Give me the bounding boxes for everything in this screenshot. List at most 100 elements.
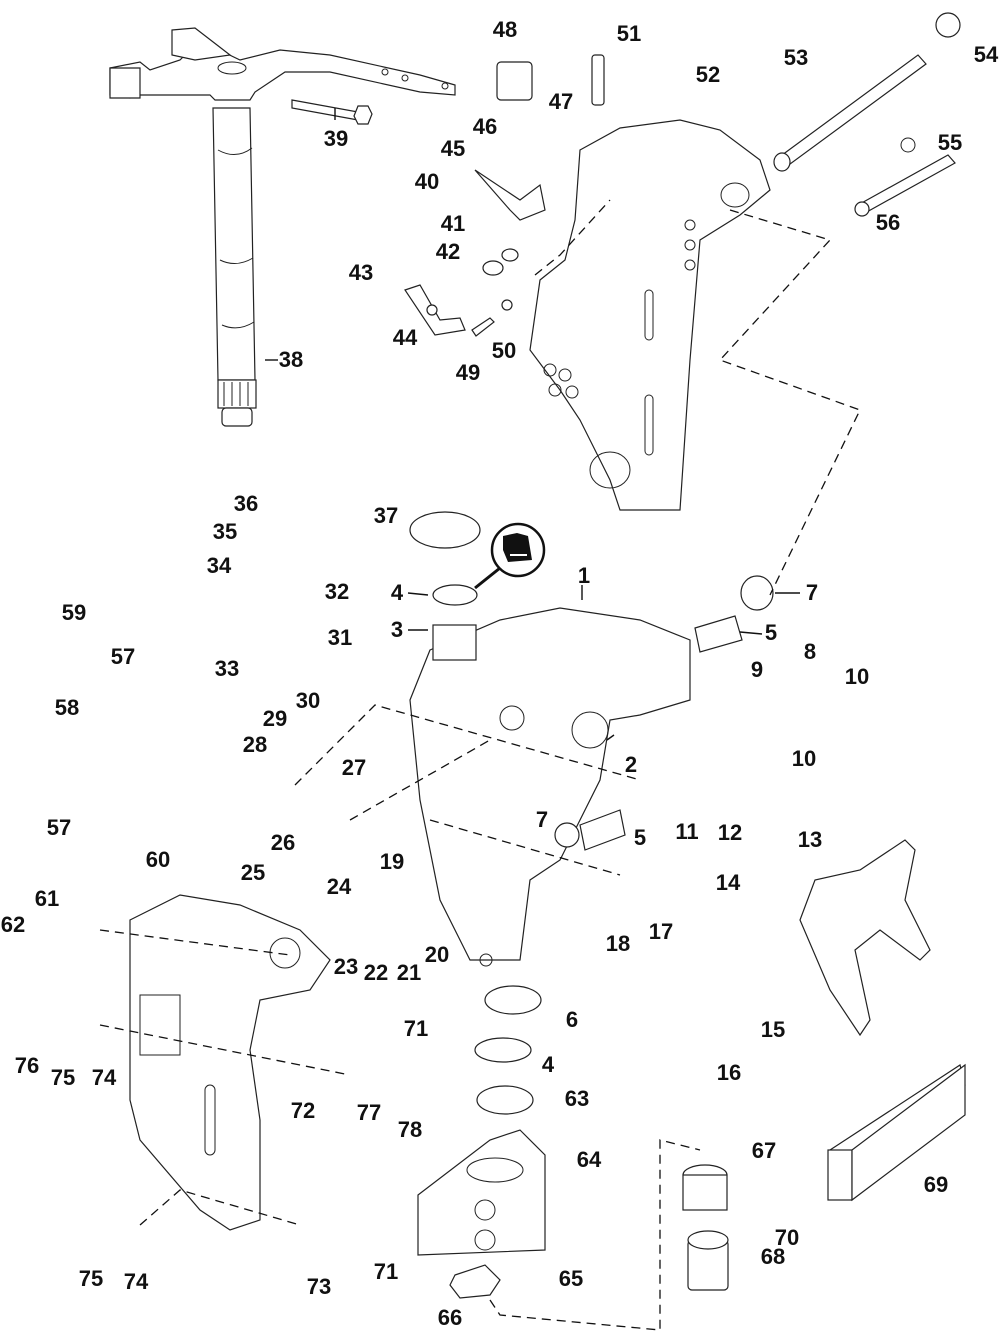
callout-11: 11 <box>675 819 699 844</box>
callout-22: 22 <box>363 960 389 985</box>
callout-65: 65 <box>558 1266 584 1291</box>
callout-10: 10 <box>791 746 817 771</box>
callout-15: 15 <box>760 1017 786 1042</box>
callout-53: 53 <box>783 45 809 70</box>
callout-10: 10 <box>844 664 870 689</box>
callout-75: 75 <box>50 1065 76 1090</box>
tilt-lever-13 <box>799 839 931 1037</box>
callout-51: 51 <box>616 21 642 46</box>
callout-56: 56 <box>875 210 901 235</box>
callout-34: 34 <box>206 553 232 578</box>
bushings <box>409 511 774 1115</box>
callout-71: 71 <box>403 1016 429 1041</box>
callout-3: 3 <box>390 617 404 642</box>
stern-bracket-60 <box>129 894 331 1231</box>
callout-23: 23 <box>333 954 359 979</box>
callout-28: 28 <box>242 732 268 757</box>
callout-61: 61 <box>34 886 60 911</box>
callout-16: 16 <box>716 1060 742 1085</box>
callout-5: 5 <box>633 825 647 850</box>
callout-48: 48 <box>492 17 518 42</box>
callout-43: 43 <box>348 260 374 285</box>
callout-8: 8 <box>803 639 817 664</box>
callout-54: 54 <box>973 42 999 67</box>
callout-21: 21 <box>396 960 422 985</box>
callout-38: 38 <box>278 347 304 372</box>
clamp-bracket-52 <box>529 119 771 511</box>
callout-73: 73 <box>306 1274 332 1299</box>
callout-62: 62 <box>0 912 26 937</box>
callout-27: 27 <box>341 755 367 780</box>
callout-68: 68 <box>760 1244 786 1269</box>
callout-49: 49 <box>455 360 481 385</box>
callout-69: 69 <box>923 1172 949 1197</box>
callout-67: 67 <box>751 1138 777 1163</box>
callout-24: 24 <box>326 874 352 899</box>
callout-17: 17 <box>648 919 674 944</box>
callout-74: 74 <box>123 1269 149 1294</box>
callout-26: 26 <box>270 830 296 855</box>
callout-36: 36 <box>233 491 259 516</box>
callout-7: 7 <box>805 580 819 605</box>
callout-44: 44 <box>392 325 418 350</box>
callout-71: 71 <box>373 1259 399 1284</box>
callout-64: 64 <box>576 1147 602 1172</box>
callout-6: 6 <box>565 1007 579 1032</box>
anode-69 <box>827 1063 966 1202</box>
callout-55: 55 <box>937 130 963 155</box>
callout-77: 77 <box>356 1100 382 1125</box>
callout-5: 5 <box>764 620 778 645</box>
callout-33: 33 <box>214 656 240 681</box>
callout-76: 76 <box>14 1053 40 1078</box>
callout-32: 32 <box>324 579 350 604</box>
tilt-tube-53 <box>773 12 961 217</box>
callout-19: 19 <box>379 849 405 874</box>
swivel-bracket-1 <box>409 607 691 967</box>
steering-shaft <box>109 27 456 427</box>
lower-mount-64 <box>417 1129 546 1299</box>
callout-72: 72 <box>290 1098 316 1123</box>
callout-45: 45 <box>440 136 466 161</box>
callout-58: 58 <box>54 695 80 720</box>
callout-40: 40 <box>414 169 440 194</box>
callout-35: 35 <box>212 519 238 544</box>
callout-4: 4 <box>541 1052 555 1077</box>
callout-70: 70 <box>774 1225 800 1250</box>
assembly-lines <box>99 199 861 1331</box>
bolt-39 <box>291 99 373 125</box>
callout-37: 37 <box>373 503 399 528</box>
callout-52: 52 <box>695 62 721 87</box>
callout-9: 9 <box>750 657 764 682</box>
callout-74: 74 <box>91 1065 117 1090</box>
callout-42: 42 <box>435 239 461 264</box>
callout-78: 78 <box>397 1117 423 1142</box>
callout-14: 14 <box>715 870 741 895</box>
callout-18: 18 <box>605 931 631 956</box>
callout-66: 66 <box>437 1305 463 1330</box>
callout-12: 12 <box>717 820 743 845</box>
callout-50: 50 <box>491 338 517 363</box>
callout-59: 59 <box>61 600 87 625</box>
callout-20: 20 <box>424 942 450 967</box>
callout-2: 2 <box>624 752 638 777</box>
callout-75: 75 <box>78 1266 104 1291</box>
trim-sensor-parts <box>404 54 605 337</box>
callout-4: 4 <box>390 580 404 605</box>
callout-13: 13 <box>797 827 823 852</box>
grease-tube-icon <box>474 522 546 590</box>
callout-57: 57 <box>110 644 136 669</box>
callout-46: 46 <box>472 114 498 139</box>
bumpers-67-68 <box>682 1164 729 1291</box>
callout-41: 41 <box>440 211 466 236</box>
callout-30: 30 <box>295 688 321 713</box>
callout-57: 57 <box>46 815 72 840</box>
callout-29: 29 <box>262 706 288 731</box>
callout-1: 1 <box>577 563 591 588</box>
callout-25: 25 <box>240 860 266 885</box>
leader-lines <box>265 108 800 741</box>
callout-47: 47 <box>548 89 574 114</box>
callout-39: 39 <box>323 126 349 151</box>
callout-63: 63 <box>564 1086 590 1111</box>
callout-31: 31 <box>327 625 353 650</box>
